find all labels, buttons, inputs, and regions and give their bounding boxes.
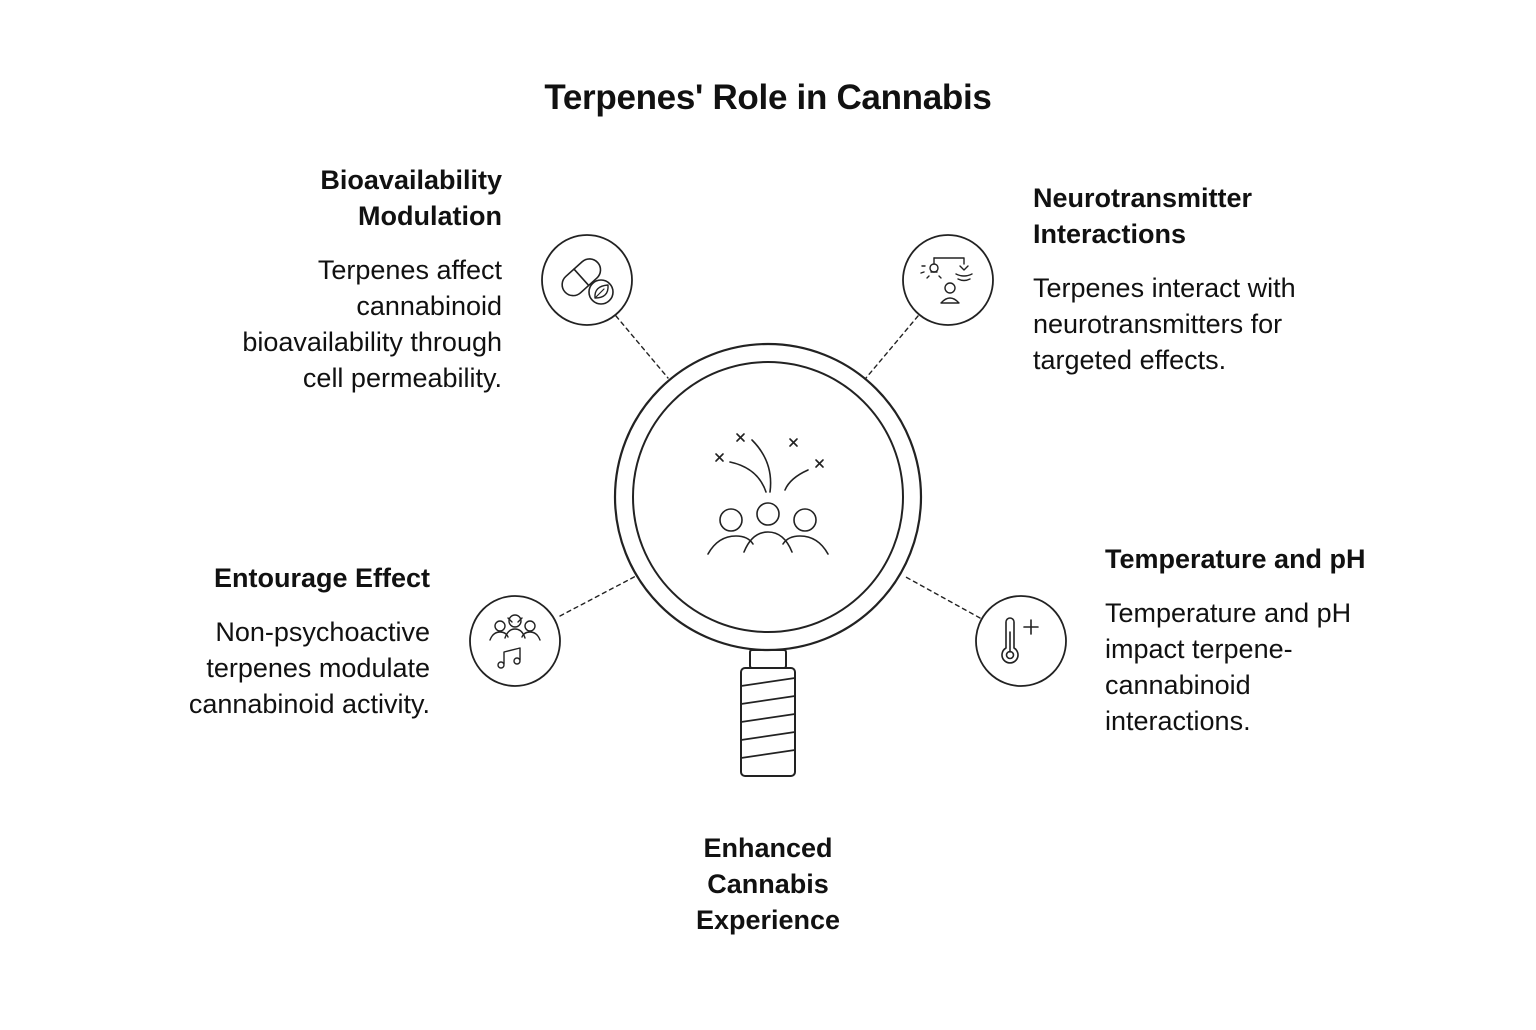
page-title: Terpenes' Role in Cannabis <box>544 78 992 117</box>
body-bioavailability: Terpenes affect cannabinoid bioavailabil… <box>242 255 502 393</box>
center-label: Enhanced Cannabis Experience <box>695 833 841 935</box>
magnifier-icon <box>613 342 923 777</box>
thermometer-icon <box>975 595 1067 687</box>
heading-neurotransmitter: Neurotransmitter Interactions <box>1033 183 1253 249</box>
capsule-leaf-icon <box>541 234 633 326</box>
body-entourage: Non-psychoactive terpenes modulate canna… <box>188 617 430 719</box>
connector-temperature <box>903 575 981 619</box>
celebration-group-icon <box>707 433 829 555</box>
connector-entourage <box>559 575 637 617</box>
heading-bioavailability: Bioavailability Modulation <box>320 165 502 231</box>
heading-temperature: Temperature and pH <box>1105 544 1366 574</box>
neuro-signal-icon <box>902 234 994 326</box>
connector-lines <box>559 315 981 619</box>
body-neurotransmitter: Terpenes interact with neurotransmitters… <box>1033 273 1296 375</box>
connector-bioavailability <box>615 315 669 379</box>
connector-neurotransmitter <box>865 315 919 379</box>
body-temperature: Temperature and pH impact terpene-cannab… <box>1105 598 1352 736</box>
heading-entourage: Entourage Effect <box>213 563 430 593</box>
group-music-icon <box>469 595 561 687</box>
